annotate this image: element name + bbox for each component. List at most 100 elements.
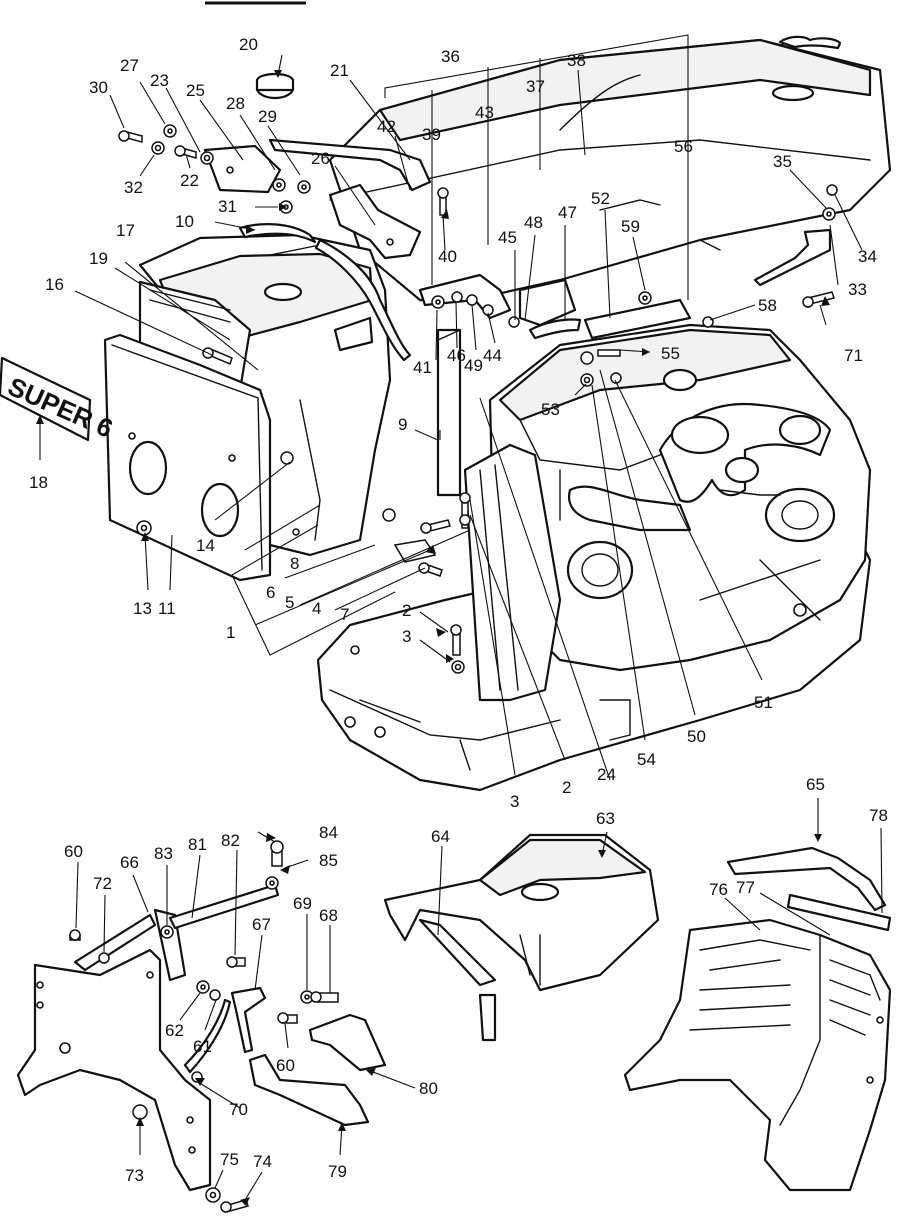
callout-41: 41 <box>413 358 432 377</box>
callout-24: 24 <box>597 765 616 784</box>
callout-48: 48 <box>524 213 543 232</box>
callout-39: 39 <box>422 125 441 144</box>
callout-82: 82 <box>221 831 240 850</box>
callout-42: 42 <box>377 117 396 136</box>
callout-62: 62 <box>165 1021 184 1040</box>
callout-72: 72 <box>93 874 112 893</box>
callout-33: 33 <box>848 280 867 299</box>
callout-36: 36 <box>441 47 460 66</box>
hardware-fasteners <box>69 124 838 1213</box>
callout-27: 27 <box>120 56 139 75</box>
callout-21: 21 <box>330 61 349 80</box>
callout-32: 32 <box>124 178 143 197</box>
callout-6: 6 <box>266 583 275 602</box>
callout-70: 70 <box>229 1100 248 1119</box>
callout-34: 34 <box>858 247 877 266</box>
hood-panel-63 <box>383 833 660 1042</box>
callout-79: 79 <box>328 1162 347 1181</box>
side-shield-76-77 <box>623 918 892 1192</box>
callout-9: 9 <box>398 415 407 434</box>
side-strip-78 <box>726 846 892 932</box>
callout-53: 53 <box>541 400 560 419</box>
callout-22: 22 <box>180 171 199 190</box>
callout-60: 60 <box>64 842 83 861</box>
callout-54: 54 <box>637 750 656 769</box>
callout-78: 78 <box>869 806 888 825</box>
callout-69: 69 <box>293 894 312 913</box>
callout-52: 52 <box>591 189 610 208</box>
callout-5: 5 <box>285 593 294 612</box>
callout-44: 44 <box>483 346 502 365</box>
callout-26: 26 <box>311 149 330 168</box>
callout-84: 84 <box>319 823 338 842</box>
callout-63: 63 <box>596 809 615 828</box>
callout-7: 7 <box>340 605 349 624</box>
callout-74: 74 <box>253 1152 272 1171</box>
callout-68: 68 <box>319 906 338 925</box>
hood-bracket-assembly <box>418 228 832 340</box>
callout-50: 50 <box>687 727 706 746</box>
front-grille-panel <box>103 333 272 582</box>
callout-45: 45 <box>498 228 517 247</box>
callout-2: 2 <box>562 778 571 797</box>
callout-65: 65 <box>806 775 825 794</box>
leader-arrowheads <box>36 70 830 1206</box>
hood-assembly <box>328 35 892 302</box>
callout-76: 76 <box>709 880 728 899</box>
callout-51: 51 <box>754 693 773 712</box>
callout-2: 2 <box>402 601 411 620</box>
callout-75: 75 <box>220 1150 239 1169</box>
callout-47: 47 <box>558 203 577 222</box>
callout-67: 67 <box>252 915 271 934</box>
callout-85: 85 <box>319 851 338 870</box>
callout-labels: 1 2 2 3 3 4 5 6 7 8 9 10 11 13 14 16 17 … <box>29 35 888 1185</box>
emblem-text: SUPER 6 <box>4 371 118 444</box>
callout-20: 20 <box>239 35 258 54</box>
callout-40: 40 <box>438 247 457 266</box>
callout-71: 71 <box>844 346 863 365</box>
callout-37: 37 <box>526 77 545 96</box>
callout-60: 60 <box>276 1056 295 1075</box>
callout-64: 64 <box>431 827 450 846</box>
exhaust-manifold <box>567 403 836 543</box>
callout-73: 73 <box>125 1166 144 1185</box>
lower-left-brackets <box>73 883 387 1127</box>
side-panel-lower <box>16 948 212 1192</box>
callout-77: 77 <box>736 878 755 897</box>
callout-3: 3 <box>402 627 411 646</box>
callout-43: 43 <box>475 103 494 122</box>
radiator-stand <box>463 443 562 702</box>
callout-80: 80 <box>419 1079 438 1098</box>
callout-61: 61 <box>193 1037 212 1056</box>
callout-10: 10 <box>175 212 194 231</box>
callout-58: 58 <box>758 296 777 315</box>
callout-4: 4 <box>312 599 321 618</box>
callout-29: 29 <box>258 107 277 126</box>
side-strap-10 <box>238 223 412 362</box>
callout-49: 49 <box>464 356 483 375</box>
callout-46: 46 <box>447 346 466 365</box>
leader-lines <box>39 34 883 1201</box>
callout-81: 81 <box>188 835 207 854</box>
callout-66: 66 <box>120 853 139 872</box>
callout-3: 3 <box>510 792 519 811</box>
callout-18: 18 <box>29 473 48 492</box>
callout-55: 55 <box>661 344 680 363</box>
callout-31: 31 <box>218 197 237 216</box>
callout-56: 56 <box>674 137 693 156</box>
radiator-cap-20 <box>255 72 295 100</box>
callout-30: 30 <box>89 78 108 97</box>
support-rod-9 <box>436 328 462 497</box>
callout-19: 19 <box>89 249 108 268</box>
callout-28: 28 <box>226 94 245 113</box>
callout-38: 38 <box>567 51 586 70</box>
callout-59: 59 <box>621 217 640 236</box>
callout-25: 25 <box>186 81 205 100</box>
callout-35: 35 <box>773 152 792 171</box>
callout-23: 23 <box>150 71 169 90</box>
callout-17: 17 <box>116 221 135 240</box>
callout-16: 16 <box>45 275 64 294</box>
callout-83: 83 <box>154 844 173 863</box>
super-6-emblem: SUPER 6 <box>0 356 118 444</box>
